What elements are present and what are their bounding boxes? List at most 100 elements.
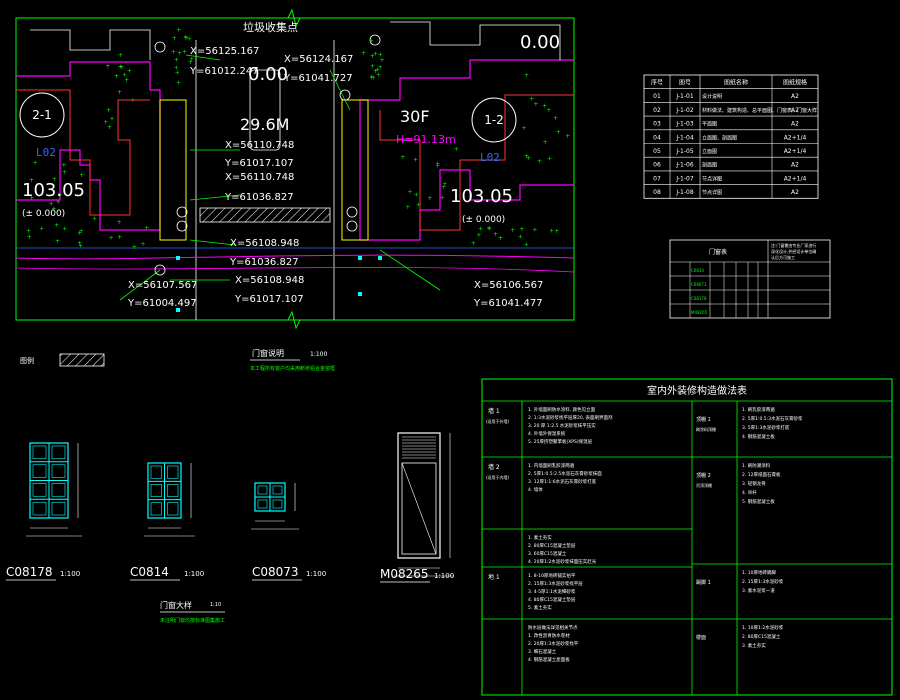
finish-left-sub: (适用于内墙) xyxy=(486,474,510,480)
building-left-id: 2-1 xyxy=(32,108,52,122)
tree-icon: + xyxy=(524,153,529,160)
tree-icon: + xyxy=(175,69,180,76)
tree-icon: + xyxy=(371,75,376,82)
tree-icon: + xyxy=(183,34,188,41)
tree-icon: + xyxy=(524,242,529,249)
window-section-scale: 1:100 xyxy=(310,351,327,358)
coord-y3: Y=61017.107 xyxy=(224,158,294,169)
tree-icon: + xyxy=(476,232,481,239)
drawing-list-cell: 材料做法、建筑构造、总平面图、门窗表、门窗大样 xyxy=(702,107,817,114)
drawing-list-cell: 06 xyxy=(653,162,661,169)
finish-right-label: 楼面 xyxy=(696,634,706,641)
finish-left-line: 4. 墙体 xyxy=(528,486,543,493)
finish-right-line: 3. 轻钢龙骨 xyxy=(742,480,766,487)
tree-icon: + xyxy=(526,155,531,162)
tree-icon: + xyxy=(442,181,447,188)
building-left-relative: (± 0.000) xyxy=(22,209,65,219)
tree-icon: + xyxy=(533,101,538,108)
finish-left-line: 4. 钢筋混凝土屋面板 xyxy=(528,656,570,663)
finish-right-line: 4. 钢筋混凝土板 xyxy=(742,433,775,440)
door-detail-title: 门窗大样 xyxy=(160,600,192,610)
finish-right-line: 2. 12厚纸面石膏板 xyxy=(742,471,781,478)
garbage-station-outline xyxy=(249,69,281,151)
tree-icon: + xyxy=(373,51,378,58)
building-left-floors: L02 xyxy=(36,146,56,159)
tree-icon: + xyxy=(103,119,108,126)
tree-icon: + xyxy=(361,50,366,57)
finish-left-line: 2. 20厚1:3水泥砂浆找平 xyxy=(528,640,579,647)
finish-right-line: 1. 刷防潮涂料 xyxy=(742,462,771,469)
tree-icon: + xyxy=(127,68,132,75)
tree-icon: + xyxy=(77,240,82,247)
door-table-row: C08178 xyxy=(691,296,707,301)
finish-left-line: 1. 改性沥青防水卷材 xyxy=(528,632,570,639)
coord-x6: X=56108.948 xyxy=(235,275,304,286)
finish-left-line: 5. 25厚挤塑聚苯板(XPS)保温层 xyxy=(528,438,593,445)
drawing-list-cell: A2 xyxy=(791,162,799,169)
tree-icon: + xyxy=(177,50,182,57)
tree-icon: + xyxy=(114,73,119,80)
finish-left-line: 5. 素土夯实 xyxy=(528,604,552,611)
site-plan-frame xyxy=(15,17,575,321)
tree-icon: + xyxy=(549,228,554,235)
tree-icon: + xyxy=(172,35,177,42)
tree-icon: + xyxy=(117,89,122,96)
tree-icon: + xyxy=(413,157,418,164)
tree-icon: + xyxy=(435,160,440,167)
road-width: 29.6M xyxy=(240,115,289,134)
tree-icon: + xyxy=(556,129,561,136)
finish-right-line: 5. 钢筋混凝土板 xyxy=(742,498,775,505)
drawing-list-cell: J-1-02 xyxy=(675,107,694,114)
door-window-table: 门窗表注:门窗需由专业厂家进行深化设计,并经设计单位确认后方可施工C0814C0… xyxy=(669,239,831,319)
drawing-list-header: 图纸名称 xyxy=(724,79,748,87)
tree-icon: + xyxy=(454,146,459,153)
finish-left-line: 3. 细石混凝土 xyxy=(528,648,557,655)
tree-icon: + xyxy=(92,216,97,223)
drawing-list-cell: 平面图 xyxy=(702,122,717,128)
tree-icon: + xyxy=(518,233,523,240)
corridor-right xyxy=(341,99,369,241)
finish-right-line: 3. 素水泥浆一道 xyxy=(742,587,775,594)
door-detail-note: 未注明门窗均按标准图集施工 xyxy=(160,617,225,624)
tree-icon: + xyxy=(132,244,137,251)
finish-left-line: 4. 20厚1:2水泥砂浆抹面压实赶光 xyxy=(528,558,597,565)
road-line-2 xyxy=(15,266,575,273)
building-height: H=91.13m xyxy=(396,133,456,146)
tree-icon: + xyxy=(493,231,498,238)
window-section: 门窗说明 1:100 本工程所有窗户均采用断桥铝合金窗框 xyxy=(250,348,335,372)
tree-icon: + xyxy=(119,64,124,71)
finish-table-title: 室内外装修构造做法表 xyxy=(647,384,747,397)
tree-icon: + xyxy=(471,240,476,247)
finish-left-line: 3. 12厚1:1:6水泥石灰膏砂浆打底 xyxy=(528,478,597,485)
elevation-scale: 1:100 xyxy=(434,572,454,580)
drawing-list-header: 图号 xyxy=(679,80,691,87)
boundary-right xyxy=(379,94,574,231)
finish-left-label: 地 1 xyxy=(488,573,500,581)
drawing-list-cell: A2 xyxy=(791,121,799,128)
tree-icon: + xyxy=(369,75,374,82)
tree-icon: + xyxy=(55,238,60,245)
tree-icon: + xyxy=(79,228,84,235)
tree-icon: + xyxy=(62,226,67,233)
tree-icon: + xyxy=(543,139,548,146)
tree-icon: + xyxy=(174,57,179,64)
legend-hatch xyxy=(59,353,105,367)
tree-icon: + xyxy=(373,68,378,75)
break-mark-top xyxy=(287,8,301,28)
coordinate-labels: X=56125.167 Y=61012.247 X=56124.167 Y=61… xyxy=(127,46,543,309)
tree-icon: + xyxy=(39,225,44,232)
tree-icon: + xyxy=(553,115,558,122)
building-left-elevation: 103.05 xyxy=(22,180,85,201)
door-table-note: 注:门窗需由专业厂家进行 xyxy=(771,242,816,248)
finish-right-label: 顶棚 2 xyxy=(696,472,711,479)
survey-points xyxy=(154,34,381,276)
drawing-list-cell: J-1-06 xyxy=(675,162,694,169)
finish-table-frame xyxy=(481,378,893,696)
coord-y4: Y=61036.827 xyxy=(224,192,294,203)
finish-left-line: 1. 素土夯实 xyxy=(528,534,552,541)
finish-left-label: 墙 2 xyxy=(488,463,500,471)
coord-y6: Y=61017.107 xyxy=(234,294,304,305)
tree-icon: + xyxy=(400,154,405,161)
